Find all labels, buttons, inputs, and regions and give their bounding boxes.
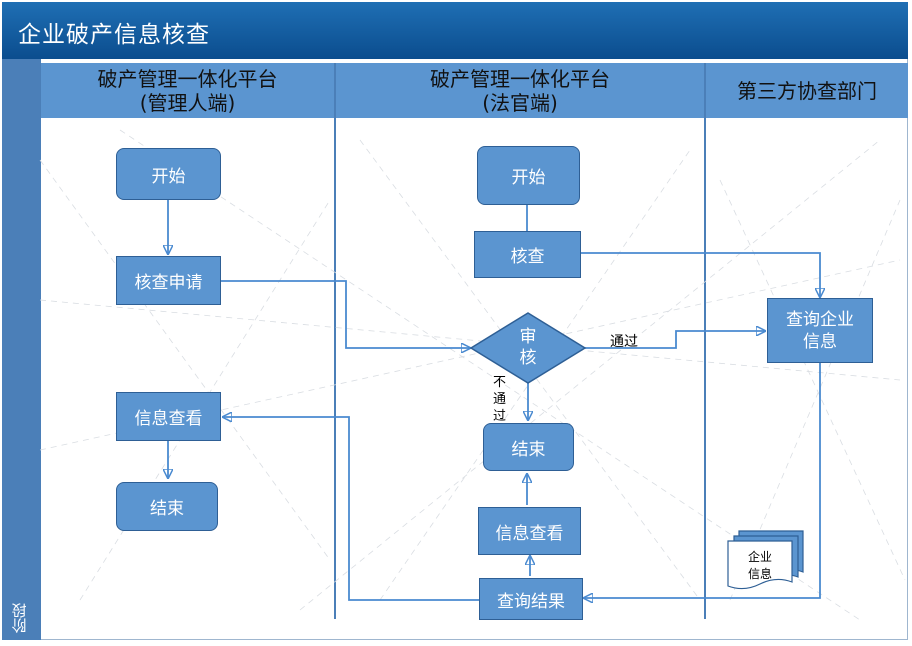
lane-header-judge-line2: (法官端) (482, 90, 558, 115)
judge-end-node: 结束 (483, 423, 574, 471)
document-label-line1: 企业 (747, 550, 772, 564)
review-decision-label-line2: 核 (519, 348, 537, 368)
judge-check-node: 核查 (474, 231, 581, 278)
edge-query-to-result (584, 363, 821, 598)
lane-header-judge-line1: 破产管理一体化平台 (430, 66, 610, 91)
review-decision-label: 审 核 (500, 319, 556, 377)
lane-divider-2 (704, 63, 706, 619)
lane-header-judge: 破产管理一体化平台 (法官端) (336, 63, 704, 118)
edge-label-fail-1: 不 (493, 375, 507, 390)
title-bar: 企业破产信息核查 (2, 2, 908, 59)
edge-review-pass (585, 331, 765, 349)
edge-label-fail: 不 通 过 (493, 374, 509, 425)
edge-result-to-admin-view (223, 417, 479, 601)
admin-start-node: 开始 (116, 148, 221, 200)
document-stack-icon (727, 530, 804, 590)
admin-end-node: 结束 (116, 482, 218, 531)
lane-header-admin: 破产管理一体化平台 (管理人端) (41, 63, 334, 118)
lane-header-third-party-line1: 第三方协查部门 (737, 78, 877, 103)
edge-label-fail-2: 通 (493, 392, 507, 407)
edge-label-fail-3: 过 (493, 409, 507, 424)
admin-apply-node: 核查申请 (116, 256, 221, 305)
review-decision-diamond (469, 312, 587, 384)
edge-label-pass: 通过 (610, 334, 638, 350)
third-party-query-line2: 信息 (803, 331, 837, 352)
edge-apply-to-review (221, 280, 470, 348)
lane-header-admin-line1: 破产管理一体化平台 (97, 66, 278, 91)
judge-view-node: 信息查看 (478, 507, 581, 555)
document-label-line2: 信息 (747, 567, 772, 581)
third-party-query-node: 查询企业 信息 (767, 298, 873, 363)
third-party-query-line1: 查询企业 (786, 309, 854, 330)
lane-header-third-party: 第三方协查部门 (706, 63, 908, 118)
page-title: 企业破产信息核查 (18, 22, 210, 48)
admin-view-node: 信息查看 (116, 392, 221, 441)
lane-header-admin-line2: (管理人端) (139, 90, 236, 115)
judge-result-node: 查询结果 (479, 578, 583, 620)
judge-start-node: 开始 (477, 146, 580, 205)
review-decision-label-line1: 审 (519, 327, 537, 347)
document-label: 企业 信息 (738, 549, 782, 583)
stage-rail (2, 59, 41, 640)
lane-divider-1 (334, 63, 336, 619)
edge-check-to-query (581, 252, 820, 297)
